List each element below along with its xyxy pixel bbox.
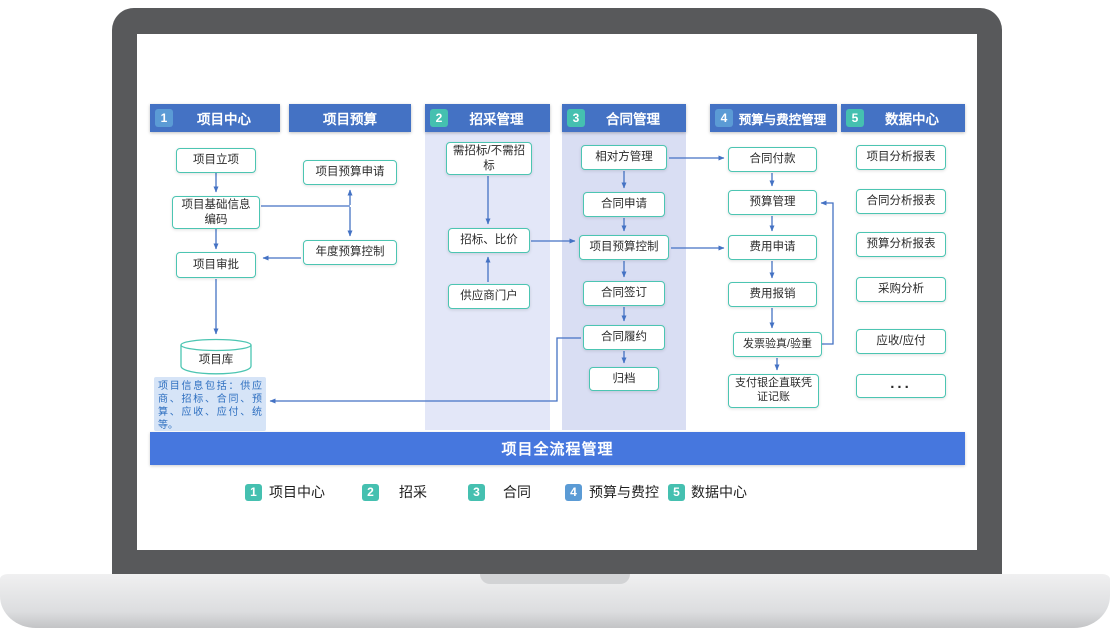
legend-label: 项目中心 <box>269 484 325 500</box>
node-budget-management: 预算管理 <box>728 190 817 215</box>
node-label: 费用申请 <box>749 241 796 254</box>
node-label: 合同申请 <box>601 198 647 211</box>
badge-4: 4 <box>715 109 733 127</box>
node-label: ... <box>890 374 912 392</box>
node-procurement-analysis: 采购分析 <box>856 277 946 302</box>
legend-badge-3: 3 <box>468 483 485 501</box>
node-project-analysis-report: 项目分析报表 <box>856 145 946 170</box>
legend-badge-1: 1 <box>245 483 262 501</box>
node-label: 项目基础信息编码 <box>181 199 251 226</box>
legend-label: 招采 <box>399 484 427 500</box>
legend-badge-5: 5 <box>668 483 685 501</box>
node-more-ellipsis: ... <box>856 374 946 398</box>
legend-badge-2: 2 <box>362 483 379 501</box>
badge-1: 1 <box>155 109 173 127</box>
column-title: 预算与费控管理 <box>738 112 827 127</box>
column-title: 合同管理 <box>606 112 660 127</box>
node-supplier-portal: 供应商门户 <box>448 284 530 309</box>
node-label: 项目预算申请 <box>315 166 385 179</box>
node-label: 费用报销 <box>749 288 796 301</box>
column-title: 数据中心 <box>885 112 939 127</box>
node-contract-payment: 合同付款 <box>728 147 817 172</box>
legend-label: 预算与费控 <box>589 484 659 500</box>
node-label: 预算管理 <box>749 196 796 209</box>
node-budget-analysis-report: 预算分析报表 <box>856 232 946 257</box>
badge-5: 5 <box>846 109 864 127</box>
node-expense-reimbursement: 费用报销 <box>728 282 817 307</box>
column-header-project-budget: 项目预算 <box>289 104 411 132</box>
laptop-base <box>0 574 1110 628</box>
node-project-budget-application: 项目预算申请 <box>303 160 397 185</box>
node-label: 支付银企直联凭证记账 <box>735 377 812 403</box>
node-project-approval: 项目审批 <box>176 252 256 278</box>
database-cylinder-icon <box>180 338 252 375</box>
legend-item-contract: 3 合同 <box>468 482 531 502</box>
node-annual-budget-control: 年度预算控制 <box>303 240 397 265</box>
node-label: 项目立项 <box>193 154 239 167</box>
column-title: 招采管理 <box>469 112 524 127</box>
node-label: 采购分析 <box>878 283 924 296</box>
column-header-data-center: 5 数据中心 <box>841 104 965 132</box>
node-label: 合同履约 <box>601 331 647 344</box>
node-archiving: 归档 <box>589 367 659 391</box>
node-contract-signing: 合同签订 <box>583 281 665 306</box>
node-project-library: 项目库 <box>179 338 253 376</box>
node-label: 招标、比价 <box>460 234 518 247</box>
column-title: 项目中心 <box>197 112 251 127</box>
node-label: 需招标/不需招标 <box>452 145 526 172</box>
node-label: 合同签订 <box>601 287 647 300</box>
legend-item-project-center: 1 项目中心 <box>245 482 325 502</box>
column-header-contract: 3 合同管理 <box>562 104 686 132</box>
project-info-note: 项目信息包括：供应商、招标、合同、预算、应收、应付、统等。 <box>154 377 266 431</box>
legend-label: 数据中心 <box>691 484 747 500</box>
node-contract-analysis-report: 合同分析报表 <box>856 189 946 214</box>
node-label: 预算分析报表 <box>866 238 936 251</box>
column-header-budget-cost-control: 4 预算与费控管理 <box>710 104 837 132</box>
node-bidding-price-comparison: 招标、比价 <box>448 228 530 253</box>
node-expense-application: 费用申请 <box>728 235 817 260</box>
badge-2: 2 <box>430 109 448 127</box>
legend-label: 合同 <box>503 484 531 500</box>
node-contract-performance: 合同履约 <box>583 325 665 350</box>
node-project-basic-info-coding: 项目基础信息编码 <box>172 196 260 229</box>
node-label: 归档 <box>612 372 636 385</box>
node-label: 发票验真/验重 <box>742 337 813 350</box>
legend-item-procurement: 2 招采 <box>362 482 427 502</box>
node-label: 相对方管理 <box>595 151 653 164</box>
badge-3: 3 <box>567 109 585 127</box>
node-label: 供应商门户 <box>460 290 518 303</box>
node-project-budget-control: 项目预算控制 <box>579 235 669 260</box>
node-project-initiation: 项目立项 <box>176 148 256 173</box>
node-label: 项目分析报表 <box>866 151 936 164</box>
legend-item-data-center: 5 数据中心 <box>668 482 747 502</box>
node-label: 项目审批 <box>193 258 239 271</box>
node-label: 应收/应付 <box>876 335 926 348</box>
column-title: 项目预算 <box>323 112 377 127</box>
node-counterparty-management: 相对方管理 <box>581 145 667 170</box>
node-contract-application: 合同申请 <box>583 192 665 217</box>
legend-item-budget-cost-control: 4 预算与费控 <box>565 482 659 502</box>
node-label: 项目预算控制 <box>589 241 659 254</box>
column-header-procurement: 2 招采管理 <box>425 104 550 132</box>
legend-badge-4: 4 <box>565 483 582 501</box>
node-label: 合同付款 <box>749 153 796 166</box>
node-label: 项目库 <box>198 354 234 366</box>
bottom-banner: 项目全流程管理 <box>150 432 965 465</box>
node-bank-direct-payment-voucher: 支付银企直联凭证记账 <box>728 374 819 408</box>
node-label: 年度预算控制 <box>315 246 385 259</box>
node-bidding-or-not: 需招标/不需招标 <box>446 142 532 175</box>
node-label: 合同分析报表 <box>866 195 936 208</box>
column-header-project-center: 1 项目中心 <box>150 104 280 132</box>
node-invoice-verification: 发票验真/验重 <box>733 332 822 357</box>
node-receivable-payable: 应收/应付 <box>856 329 946 354</box>
